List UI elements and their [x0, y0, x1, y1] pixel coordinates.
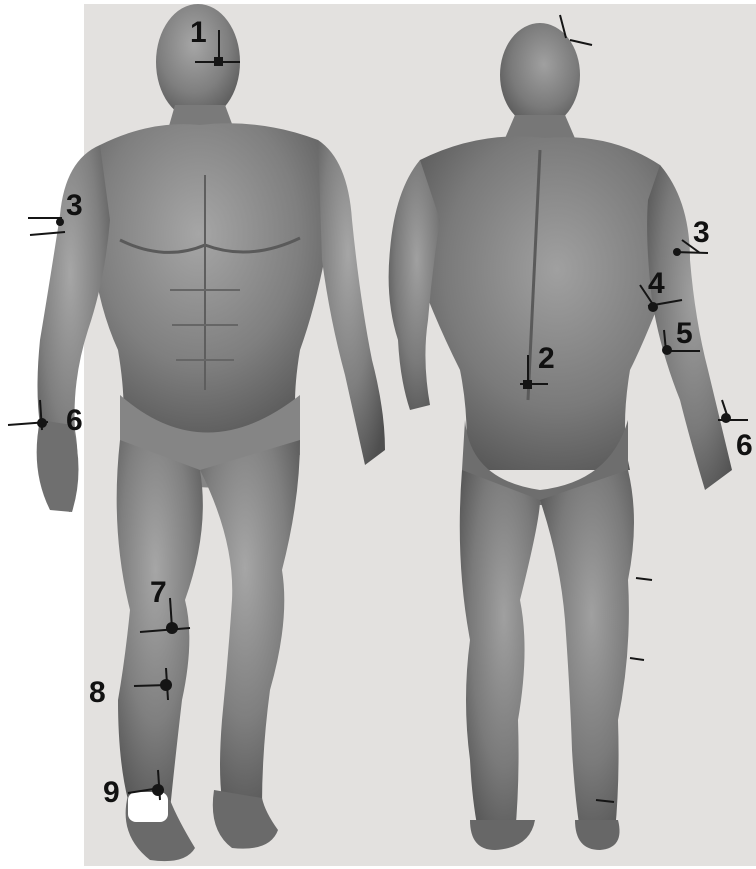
- marker-6-back-label: 6: [736, 429, 753, 462]
- back-leg-left: [460, 470, 540, 835]
- marker-9-dot: [152, 784, 164, 796]
- back-head: [500, 23, 580, 127]
- marker-3-back-label: 3: [693, 216, 710, 249]
- marker-3-front-dot: [56, 218, 64, 226]
- back-foot-right: [575, 820, 620, 850]
- front-foot-right: [213, 790, 278, 849]
- marker-5-dot: [662, 345, 672, 355]
- front-figure: [37, 4, 385, 861]
- front-leg-left: [117, 440, 203, 810]
- marker-6-front-dot: [37, 418, 47, 428]
- back-leg-right: [540, 470, 634, 832]
- marker-4-dot: [648, 302, 658, 312]
- marker-3-front-label: 3: [66, 189, 83, 222]
- back-figure: [389, 23, 732, 850]
- front-arm-right: [318, 140, 385, 465]
- marker-6-front-label: 6: [66, 404, 83, 437]
- marker-7-label: 7: [150, 576, 167, 609]
- marker-2-dot: [523, 380, 532, 389]
- ankle-sensor-patch: [128, 792, 168, 822]
- front-leg-right: [200, 440, 300, 805]
- marker-8-dot: [160, 679, 172, 691]
- marker-1-label: 1: [190, 16, 207, 49]
- marker-3-back-dot: [673, 248, 681, 256]
- front-torso: [89, 123, 333, 440]
- marker-2-label: 2: [538, 342, 555, 375]
- marker-7-dot: [166, 622, 178, 634]
- back-torso: [407, 136, 680, 470]
- marker-4-label: 4: [648, 267, 665, 300]
- marker-6-back-dot: [721, 413, 731, 423]
- marker-1-dot: [214, 57, 223, 66]
- marker-8-label: 8: [89, 676, 106, 709]
- marker-5-label: 5: [676, 317, 693, 350]
- back-foot-left: [470, 820, 535, 850]
- marker-9-label: 9: [103, 776, 120, 809]
